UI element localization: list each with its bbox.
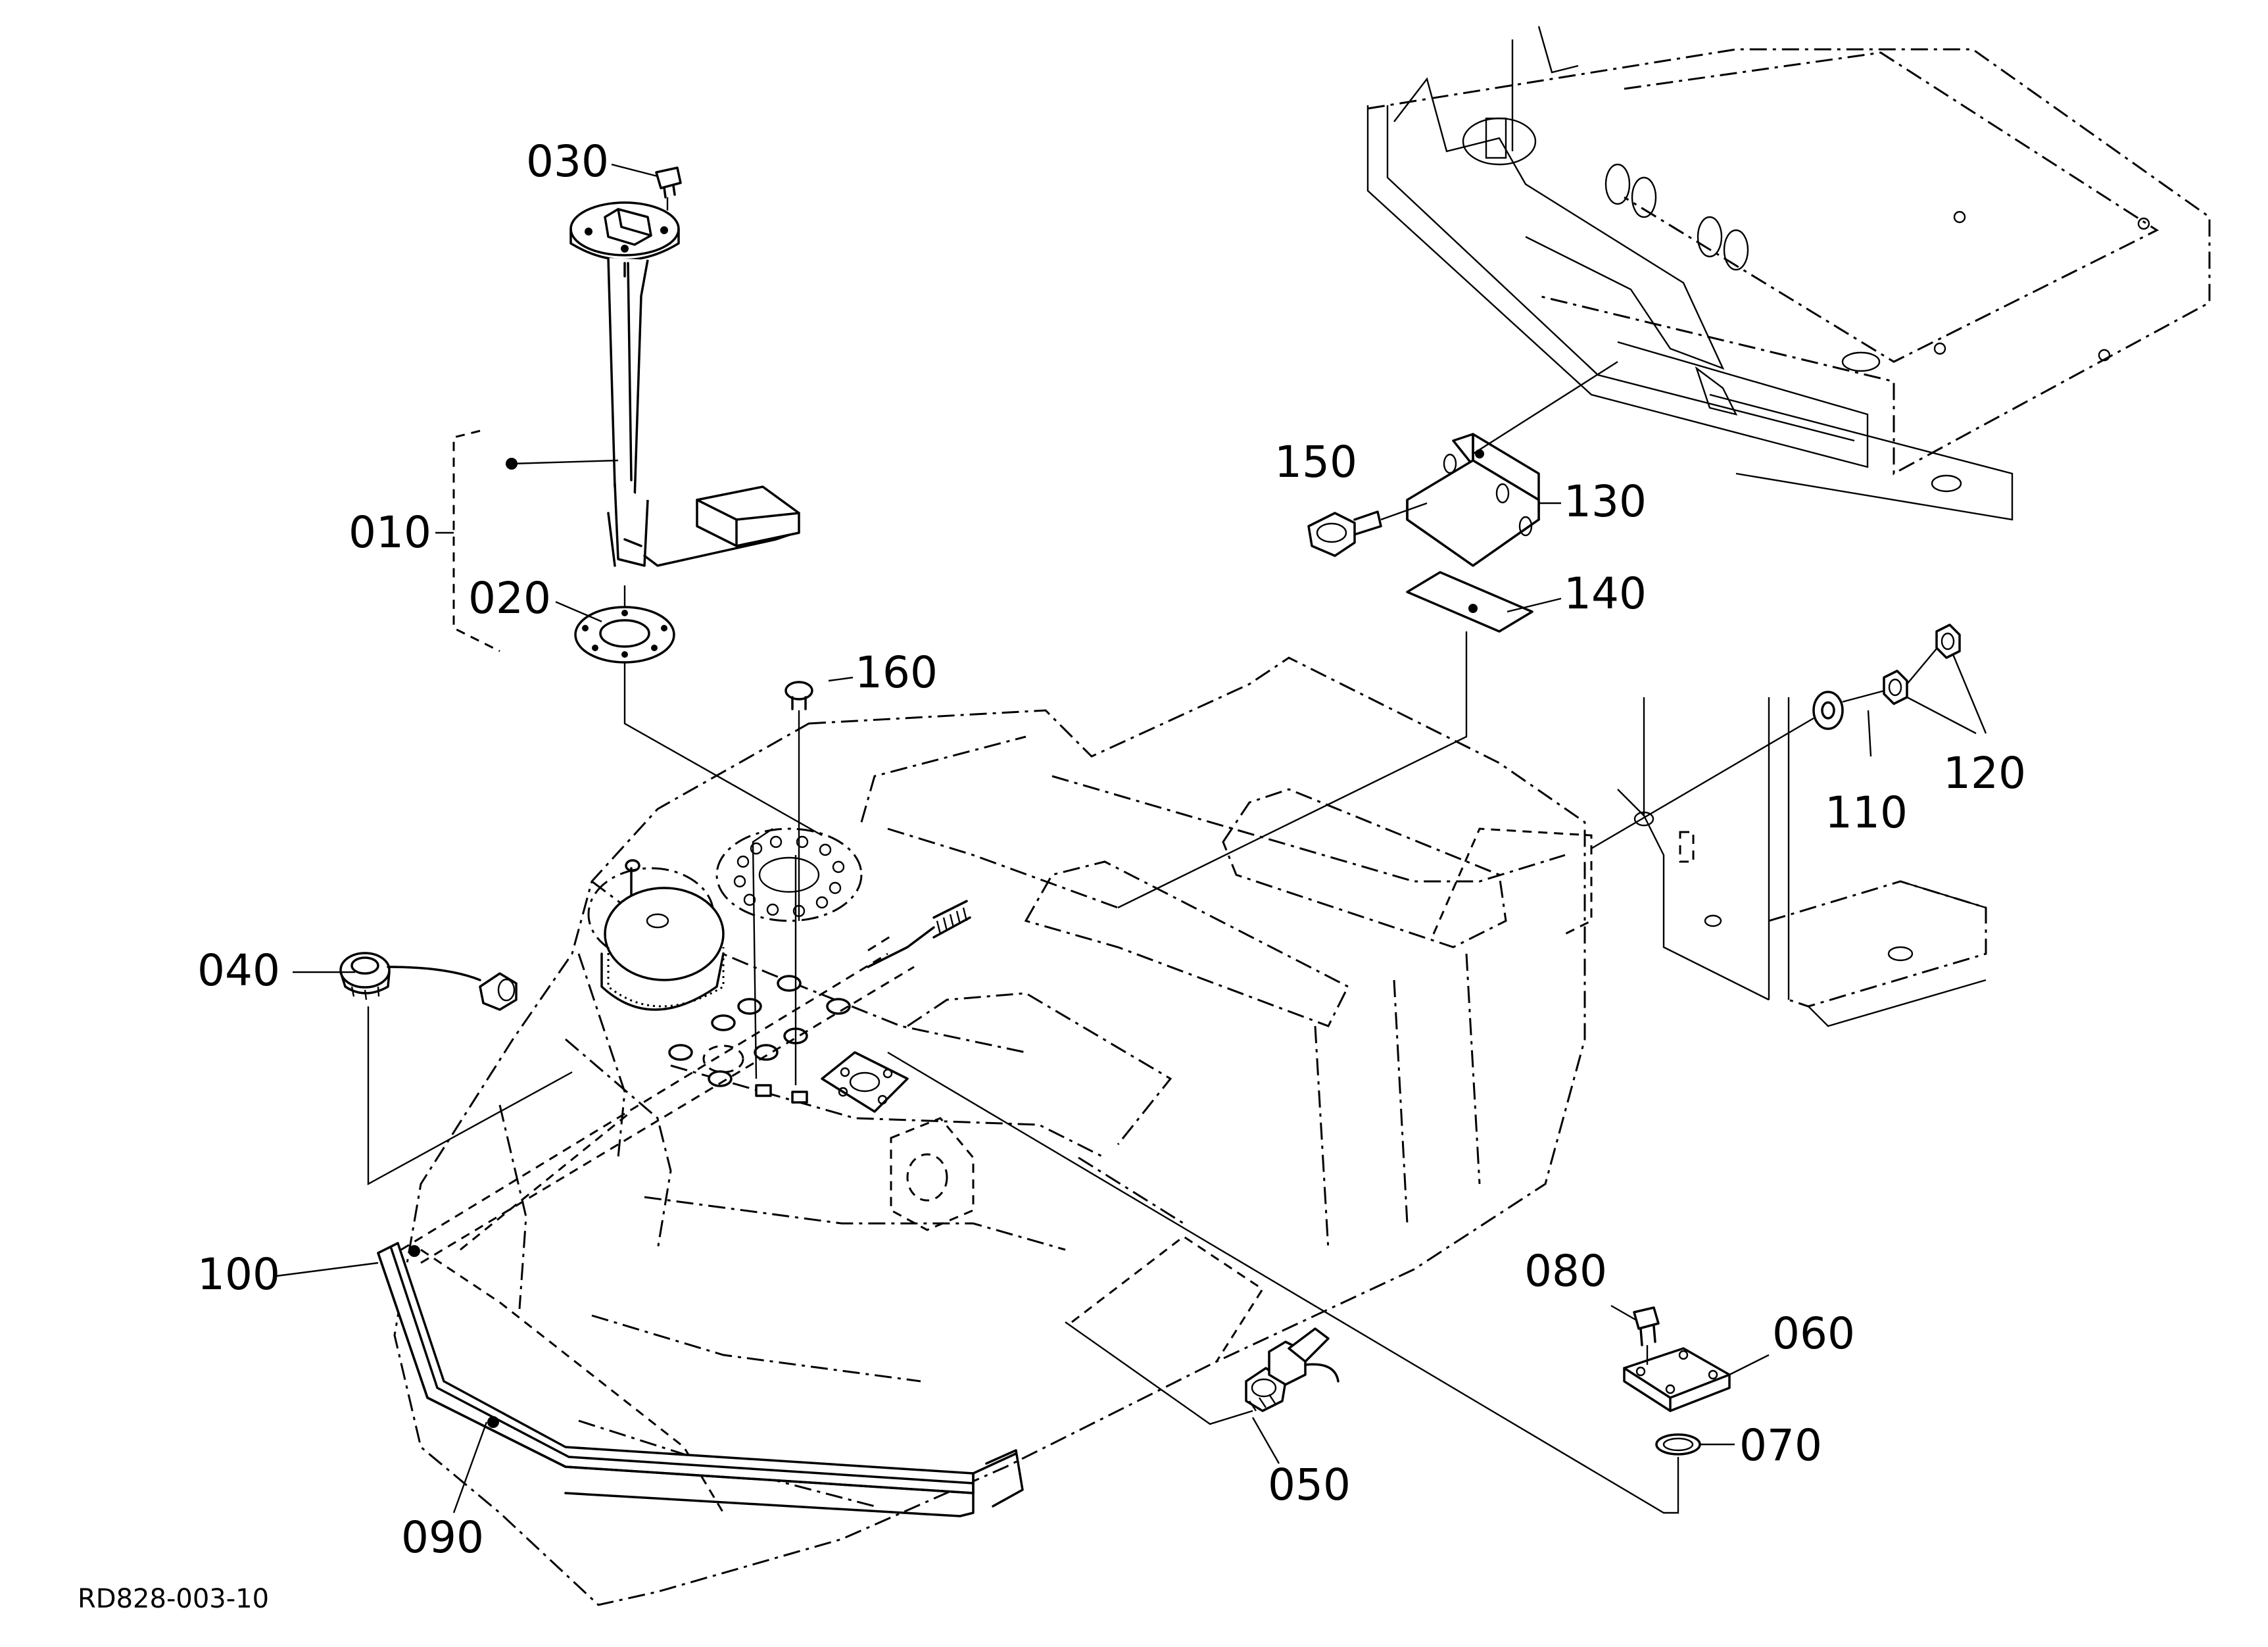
bolt-160 bbox=[752, 681, 813, 1085]
callout-130: 130 bbox=[1564, 476, 1647, 527]
callout-140: 140 bbox=[1564, 568, 1647, 619]
leader-lines bbox=[276, 163, 1987, 1513]
screw-030 bbox=[655, 166, 682, 210]
side-flange bbox=[890, 1117, 975, 1231]
side-bracket-phantom bbox=[1617, 697, 1987, 1027]
fuel-gauge-cap bbox=[339, 952, 573, 1186]
callout-150: 150 bbox=[1274, 437, 1357, 487]
washer-and-nuts bbox=[1591, 624, 1961, 850]
callout-090: 090 bbox=[401, 1512, 484, 1563]
gasket bbox=[574, 585, 823, 837]
drain-plate-assy bbox=[887, 1051, 1731, 1514]
callout-110: 110 bbox=[1825, 787, 1908, 838]
callout-050: 050 bbox=[1268, 1460, 1351, 1510]
tank-bracket bbox=[1117, 360, 1618, 909]
drain-port-flange bbox=[821, 1051, 909, 1113]
fuel-lines bbox=[400, 952, 915, 1264]
callout-060: 060 bbox=[1772, 1308, 1855, 1359]
drawing-code: RD828-003-10 bbox=[78, 1584, 269, 1614]
callout-070: 070 bbox=[1739, 1420, 1822, 1471]
fuel-level-sender bbox=[452, 201, 800, 652]
sender-flange bbox=[715, 827, 863, 922]
breather-hose bbox=[867, 900, 971, 968]
drain-cock bbox=[1065, 1321, 1339, 1425]
callout-030: 030 bbox=[526, 136, 609, 187]
callout-120: 120 bbox=[1943, 748, 2026, 799]
callout-010: 010 bbox=[349, 507, 431, 558]
filler-neck bbox=[587, 859, 725, 1011]
callout-020: 020 bbox=[468, 573, 551, 624]
callout-080: 080 bbox=[1524, 1246, 1607, 1296]
callout-100: 100 bbox=[197, 1249, 280, 1300]
fuel-tank-outline bbox=[393, 656, 1593, 1606]
callout-040: 040 bbox=[197, 945, 280, 996]
callout-160: 160 bbox=[855, 647, 938, 698]
callout-labels: 030 010 020 160 150 130 140 110 120 040 … bbox=[197, 136, 2026, 1563]
frame-phantom bbox=[1366, 26, 2211, 521]
tank-band bbox=[377, 1242, 1024, 1517]
